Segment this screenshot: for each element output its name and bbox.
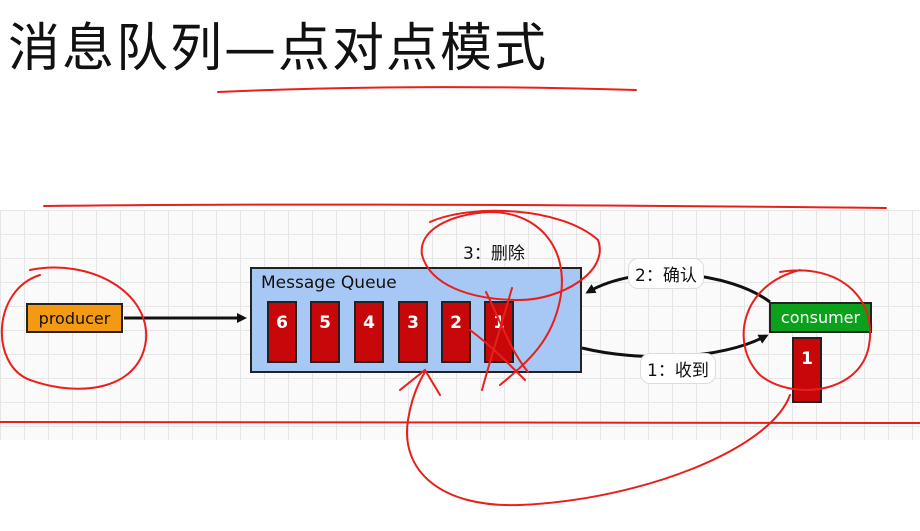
- queue-message: 4: [354, 301, 384, 363]
- queue-message-label: 1: [493, 313, 505, 333]
- step-receive-label: 1：收到: [640, 353, 716, 384]
- consumer-message: 1: [792, 337, 822, 403]
- top-red-line: [43, 203, 887, 209]
- queue-message-label: 6: [276, 313, 288, 333]
- queue-message: 1: [484, 301, 514, 363]
- producer-circle: [0, 266, 148, 390]
- cross-out-x1: [485, 291, 529, 373]
- step-ack-label: 2：确认: [628, 258, 704, 289]
- queue-message: 6: [267, 301, 297, 363]
- consumer-message-label: 1: [801, 349, 813, 369]
- page-title: 消息队列—点对点模式: [8, 19, 549, 79]
- queue-message-label: 5: [319, 313, 331, 333]
- queue-message: 5: [310, 301, 340, 363]
- bottom-red-line: [0, 421, 920, 425]
- queue-message-label: 3: [407, 313, 419, 333]
- cross-out-x3: [469, 329, 526, 381]
- return-loop-arrowhead: [399, 368, 441, 396]
- queue-message-label: 4: [363, 313, 375, 333]
- message-queue-box: Message Queue 6 5 4 3 2 1: [250, 267, 582, 373]
- return-loop: [406, 371, 791, 507]
- queue-message-label: 2: [450, 313, 462, 333]
- step-delete-label: 3：删除: [463, 244, 525, 264]
- title-underline: [217, 86, 637, 93]
- delete-scribble: [420, 209, 601, 386]
- consumer-circle: [742, 269, 871, 391]
- queue-title: Message Queue: [261, 273, 397, 293]
- consumer-box: consumer: [769, 302, 872, 333]
- producer-label: producer: [38, 308, 111, 328]
- cross-out-x2: [481, 287, 513, 391]
- queue-message: 2: [441, 301, 471, 363]
- queue-message: 3: [398, 301, 428, 363]
- consumer-label: consumer: [780, 308, 861, 327]
- producer-box: producer: [26, 303, 123, 333]
